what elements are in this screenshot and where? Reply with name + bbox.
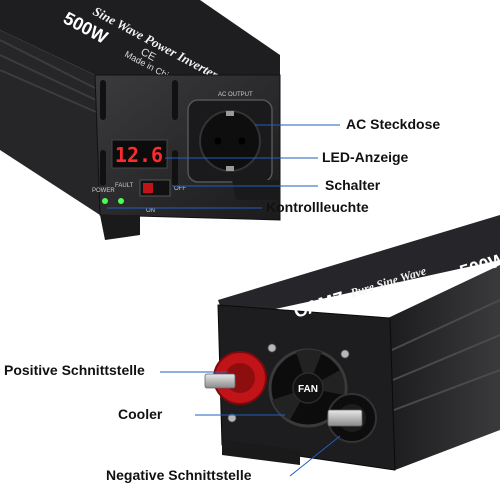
power-indicator-light xyxy=(102,198,108,204)
label-cooler: Cooler xyxy=(118,406,163,422)
label-switch: Schalter xyxy=(325,177,381,193)
callout-lines xyxy=(107,124,341,477)
bottom-inverter-side xyxy=(388,265,500,470)
led-display-value: 12.6 xyxy=(115,143,163,167)
ac-outlet-socket xyxy=(199,110,261,172)
power-indicator-label: POWER xyxy=(92,188,115,194)
ac-outlet-ground-top xyxy=(226,111,234,116)
bottom-foot xyxy=(222,440,300,465)
bottom-inverter: CAMZ Pure Sine Wave 500W FAN xyxy=(204,215,500,471)
bottom-inverter-top-face xyxy=(218,215,500,320)
fan-hub xyxy=(292,372,324,404)
label-ac-outlet: AC Steckdose xyxy=(346,116,441,132)
fan-text: FAN xyxy=(298,384,318,395)
callout-line-negative xyxy=(289,435,341,477)
top-foot-left xyxy=(100,215,140,240)
bottom-ridges xyxy=(391,299,500,411)
negative-terminal-bolt xyxy=(327,409,363,427)
ac-outlet-ground-bottom xyxy=(226,166,234,171)
top-inverter-top-face xyxy=(0,0,280,75)
ac-output-text: AC OUTPUT xyxy=(218,92,253,98)
ac-outlet-pin-hole-right xyxy=(238,137,246,145)
top-inverter: Sine Wave Power Inverter 500W Made in Ch… xyxy=(0,0,281,240)
positive-terminal-bolt xyxy=(204,373,236,389)
fault-indicator-label: FAULT xyxy=(115,183,134,189)
ac-outlet-pin-hole-left xyxy=(214,137,222,145)
label-indicator-light: Kontrollleuchte xyxy=(266,199,369,215)
top-foot-right xyxy=(232,180,280,200)
top-inverter-side-face xyxy=(0,30,100,215)
top-vents xyxy=(100,80,178,186)
fault-indicator-light xyxy=(118,198,124,204)
power-switch-rocker xyxy=(143,183,153,193)
switch-off-label: OFF xyxy=(174,186,186,192)
label-negative-terminal: Negative Schnittstelle xyxy=(106,467,252,483)
switch-on-label: ON xyxy=(146,208,155,214)
label-positive-terminal: Positive Schnittstelle xyxy=(4,362,145,378)
top-inverter-ridges xyxy=(0,39,97,113)
led-display-panel xyxy=(111,139,168,169)
label-led-display: LED-Anzeige xyxy=(322,149,409,165)
